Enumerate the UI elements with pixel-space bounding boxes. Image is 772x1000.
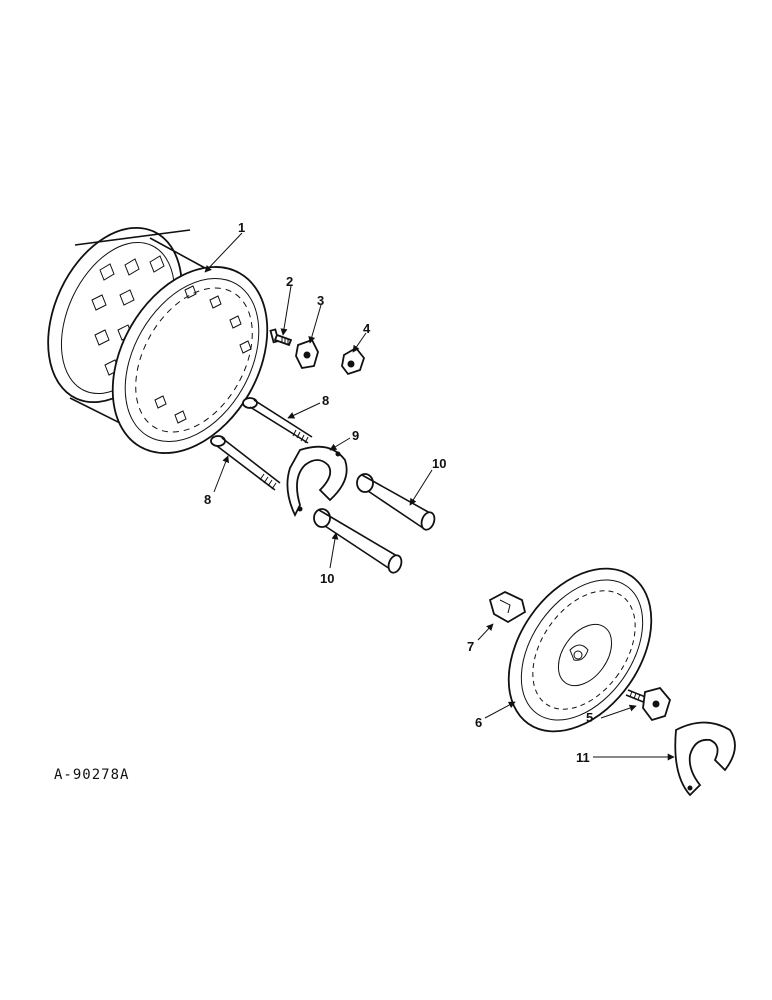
- callout-10-upper: 10: [432, 456, 446, 471]
- callout-3: 3: [317, 293, 324, 308]
- part-9-plate: [286, 445, 348, 518]
- callouts: 1 2 3 4 5 6 7 8 8 9 10 10 11: [204, 220, 593, 765]
- part-10-tube-upper: [356, 473, 436, 531]
- part-5-bolt-clamp: [625, 686, 672, 722]
- callout-1: 1: [238, 220, 245, 235]
- reference-code: A-90278A: [54, 767, 129, 783]
- part-8-bolt-lower: [210, 435, 281, 491]
- callout-6: 6: [475, 715, 482, 730]
- part-11-plate: [674, 721, 736, 797]
- part-7-clamp: [488, 590, 527, 624]
- callout-8-upper: 8: [322, 393, 329, 408]
- part-3-clamp: [295, 338, 319, 369]
- part-2-bolt: [269, 328, 293, 347]
- callout-10-lower: 10: [320, 571, 334, 586]
- callout-5: 5: [586, 710, 593, 725]
- part-8-bolt-upper: [242, 397, 313, 444]
- callout-2: 2: [286, 274, 293, 289]
- callout-7: 7: [467, 639, 474, 654]
- callout-4: 4: [363, 321, 371, 336]
- part-10-tube-lower: [313, 508, 403, 574]
- wheel-rim: [47, 226, 269, 454]
- callout-9: 9: [352, 428, 359, 443]
- callout-8-lower: 8: [204, 492, 211, 507]
- part-6-disc-wheel: [507, 567, 653, 733]
- leader-lines: [204, 232, 675, 761]
- callout-11: 11: [576, 750, 590, 765]
